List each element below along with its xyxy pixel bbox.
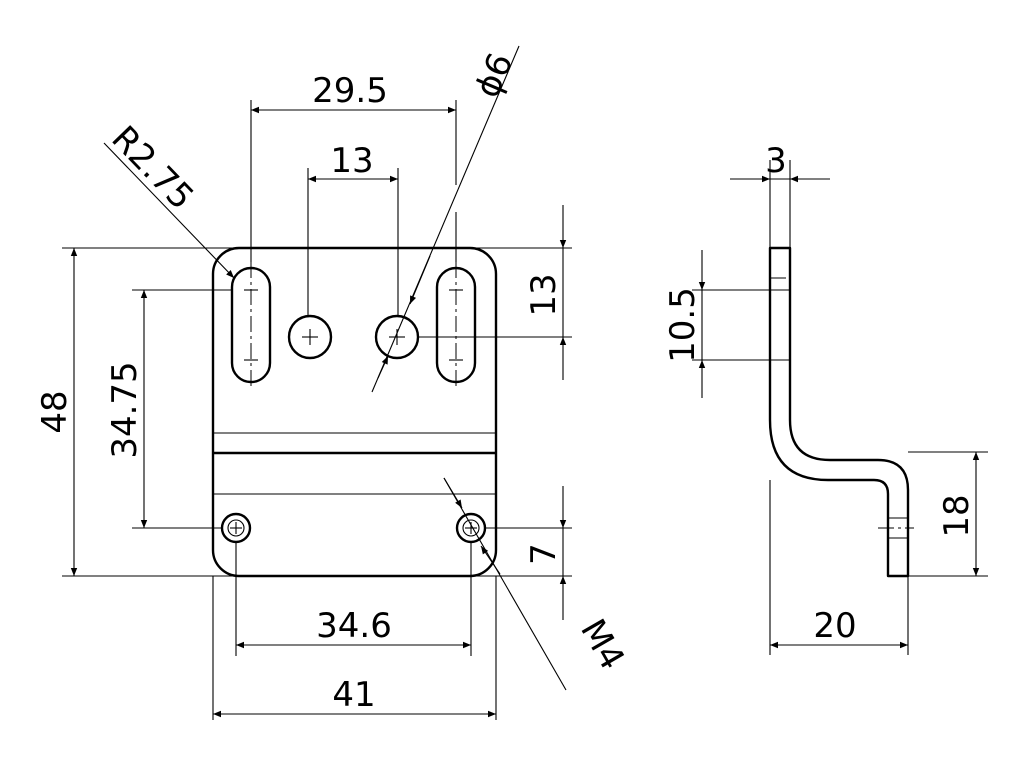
dim-offset-depth: 20 <box>813 606 856 646</box>
plate-outline <box>211 246 498 578</box>
dim-overall-width: 41 <box>332 675 375 715</box>
dim-thickness: 3 <box>765 141 787 181</box>
leader-corner-radius <box>103 142 235 279</box>
dim-hole-spacing: 13 <box>330 141 373 181</box>
dim-offset-height: 18 <box>937 494 977 537</box>
dim-hole-to-bottom-holes: 34.75 <box>105 361 145 458</box>
dim-tapped-hole-offset: 7 <box>524 543 564 565</box>
leader-hole-diameter <box>371 45 520 393</box>
bracket-profile <box>768 246 910 578</box>
dim-slot-spacing: 29.5 <box>312 71 388 111</box>
dim-overall-height: 48 <box>35 390 75 433</box>
dim-slot-length: 10.5 <box>663 287 703 363</box>
dim-hole-row-offset: 13 <box>524 273 564 316</box>
leader-thread-callout <box>443 477 567 691</box>
left-round-hole <box>287 314 333 360</box>
dim-tapped-hole-spacing: 34.6 <box>316 606 392 646</box>
dim-thread-callout: M4 <box>572 613 632 677</box>
side-view: 3 10.5 18 20 <box>663 141 988 655</box>
front-view: 29.5 13 ϕ6 R2.75 13 48 34.75 7 M4 <box>35 45 632 720</box>
dim-corner-radius: R2.75 <box>104 118 202 217</box>
dim-hole-diameter: ϕ6 <box>467 47 521 103</box>
